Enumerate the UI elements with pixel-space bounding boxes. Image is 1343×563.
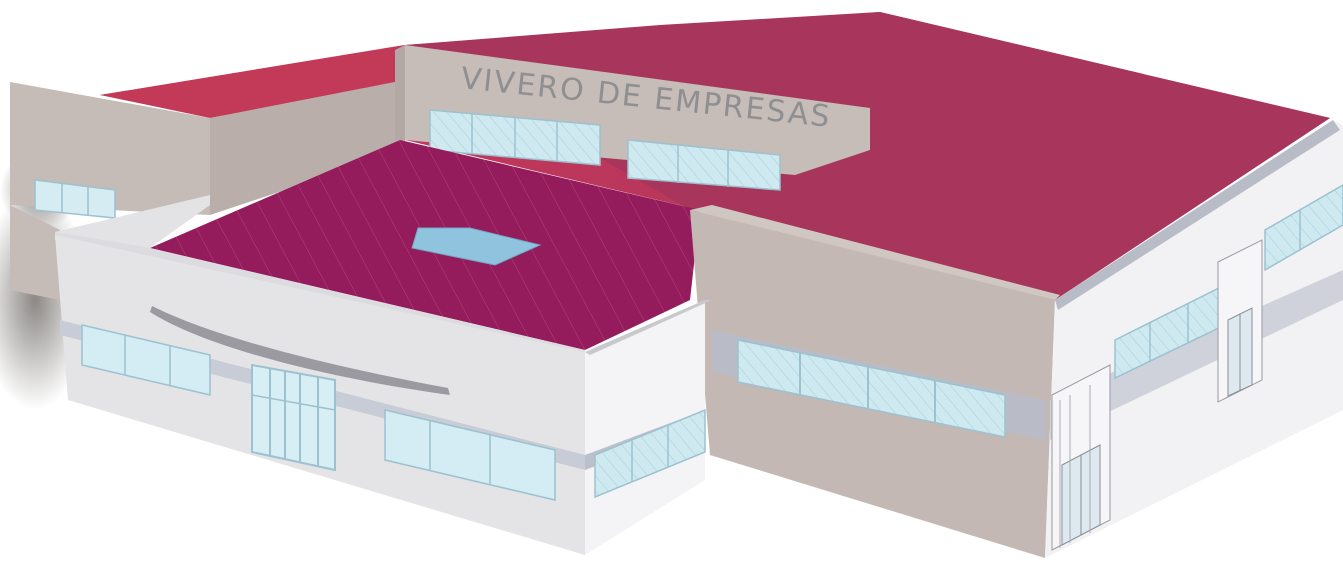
central-roof	[150, 140, 700, 350]
main-entrance-door	[251, 363, 336, 472]
entrance-canopy	[150, 306, 450, 395]
skylight	[411, 227, 542, 266]
front-block	[55, 195, 712, 555]
left-wing	[10, 80, 405, 300]
right-block	[690, 205, 1060, 558]
sign-wall	[395, 45, 870, 191]
right-wing	[1045, 120, 1343, 558]
